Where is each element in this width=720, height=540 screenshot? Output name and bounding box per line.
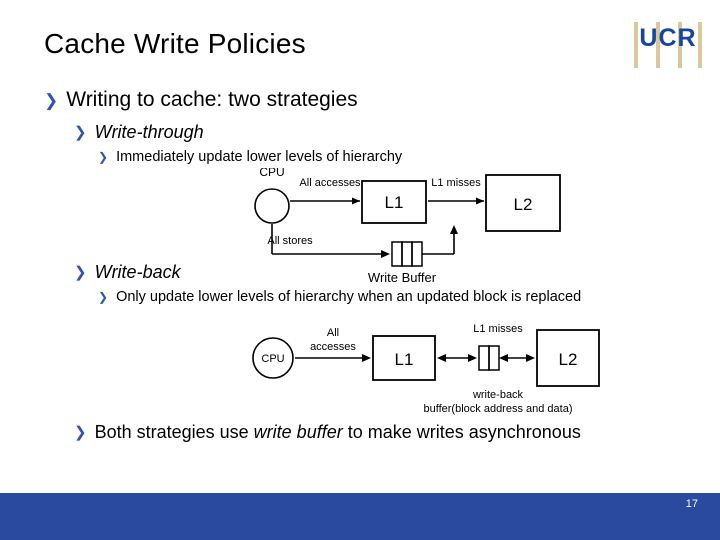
both-strategies-label: Both strategies use write buffer to make…: [95, 422, 581, 443]
bullet-write-through: ❯ Write-through: [74, 122, 204, 143]
logo-bar: [634, 22, 638, 68]
l1-misses-label: L1 misses: [473, 323, 523, 335]
chevron-right-icon: ❯: [74, 124, 87, 141]
bullet-level1: ❯ Writing to cache: two strategies: [44, 88, 358, 112]
all-accesses-line1: All: [327, 327, 339, 339]
l1-label: L1: [395, 350, 414, 369]
cpu-label: CPU: [259, 168, 284, 179]
footer-bar: [0, 493, 720, 540]
ucr-logo: UCR: [634, 22, 702, 68]
write-through-diagram: CPU All accesses L1 L1 misses L2 All sto…: [238, 168, 610, 286]
l2-label: L2: [514, 195, 533, 214]
all-accesses-line2: accesses: [310, 341, 356, 353]
chevron-right-icon: ❯: [74, 264, 87, 281]
l1-label: L1: [385, 193, 404, 212]
write-buffer-label: Write Buffer: [368, 270, 437, 285]
page-number: 17: [685, 498, 698, 510]
both-suffix: to make writes asynchronous: [342, 422, 581, 442]
bullet-write-back: ❯ Write-back: [74, 262, 181, 283]
bullet-both-strategies: ❯ Both strategies use write buffer to ma…: [74, 422, 674, 443]
logo-text: UCR: [639, 24, 697, 52]
l1-misses-label: L1 misses: [431, 177, 481, 189]
page-title: Cache Write Policies: [44, 28, 306, 59]
all-stores-label: All stores: [267, 235, 313, 247]
cpu-label: CPU: [261, 353, 284, 365]
bullet-write-through-detail: ❯ Immediately update lower levels of hie…: [98, 148, 402, 166]
write-through-detail-label: Immediately update lower levels of hiera…: [116, 149, 403, 165]
chevron-right-icon: ❯: [74, 424, 87, 441]
chevron-right-icon: ❯: [98, 150, 109, 164]
bullet-level1-label: Writing to cache: two strategies: [66, 88, 358, 111]
both-emphasis: write buffer: [253, 422, 343, 442]
write-back-heading: Write-back: [94, 262, 181, 282]
chevron-right-icon: ❯: [44, 91, 59, 110]
both-prefix: Both strategies use: [94, 422, 254, 442]
logo-bar: [656, 22, 660, 68]
write-back-buffer-line1: write-back: [472, 389, 524, 401]
logo-bar: [678, 22, 682, 68]
write-back-detail-label: Only update lower levels of hierarchy wh…: [116, 289, 582, 305]
write-back-diagram: CPU L1 L2 All accesses L1 misses: [245, 316, 610, 420]
write-through-heading: Write-through: [94, 122, 204, 142]
write-back-buffer-line2: buffer(block address and data): [424, 403, 573, 415]
all-accesses-label: All accesses: [299, 177, 361, 189]
logo-bar: [698, 22, 702, 68]
l2-label: L2: [559, 350, 578, 369]
bullet-write-back-detail: ❯ Only update lower levels of hierarchy …: [98, 288, 688, 306]
chevron-right-icon: ❯: [98, 290, 109, 304]
